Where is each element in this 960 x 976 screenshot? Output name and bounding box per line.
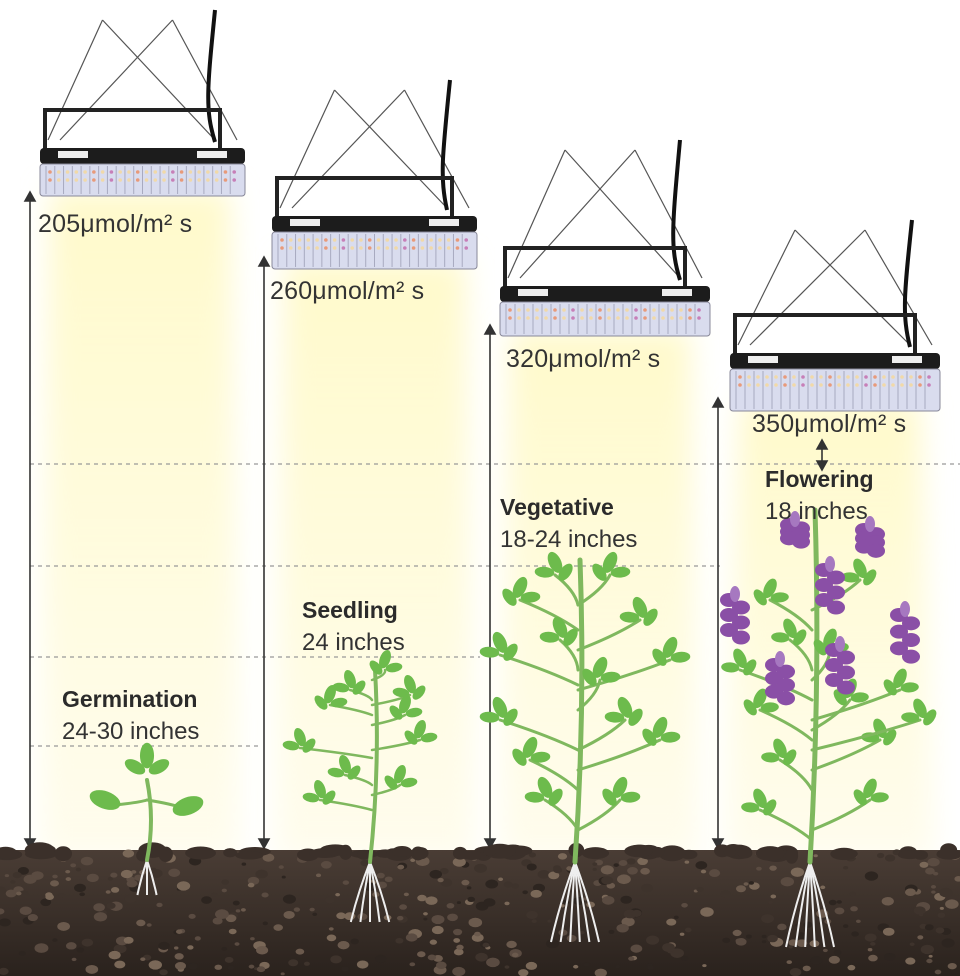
led-grow-light-icon — [271, 79, 478, 270]
plants — [89, 507, 937, 948]
ppfd-vegetative: 320μmol/m² s — [506, 345, 661, 373]
stage-name-vegetative: Vegetative — [500, 494, 614, 520]
soil-icon — [0, 842, 960, 976]
distance-arrows — [23, 190, 829, 850]
stage-distance-seedling: 24 inches — [302, 629, 405, 656]
flower-icon — [765, 651, 795, 706]
flower-icon — [890, 601, 920, 664]
double-arrow-icon — [23, 190, 37, 850]
stage-distance-flowering: 18 inches — [765, 498, 868, 525]
double-arrow-icon — [815, 438, 829, 472]
led-grow-light-icon — [499, 139, 711, 337]
stage-distance-vegetative: 18-24 inches — [500, 526, 638, 553]
stage-name-flowering: Flowering — [765, 466, 874, 492]
plant-icon — [479, 551, 691, 943]
ppfd-germination: 205μmol/m² s — [38, 210, 193, 238]
double-arrow-icon — [257, 255, 271, 850]
plant-icon — [720, 507, 937, 948]
plant-icon — [282, 649, 438, 923]
grow-lights — [39, 9, 941, 412]
stage-name-seedling: Seedling — [302, 597, 398, 623]
stage-name-germination: Germination — [62, 686, 198, 712]
plant-icon — [89, 742, 204, 896]
flower-icon — [855, 516, 885, 558]
beam-seedling — [275, 260, 475, 860]
flower-icon — [815, 556, 845, 615]
flower-icon — [720, 586, 750, 645]
flower-icon — [780, 511, 810, 549]
led-grow-light-icon — [39, 9, 246, 197]
double-arrow-icon — [483, 323, 497, 850]
flower-icon — [825, 636, 855, 695]
double-arrow-icon — [711, 396, 725, 850]
ppfd-seedling: 260μmol/m² s — [270, 277, 425, 305]
led-grow-light-icon — [729, 219, 941, 412]
ppfd-flowering: 350μmol/m² s — [752, 410, 907, 438]
beam-vegetative — [500, 330, 700, 860]
beam-germination — [40, 190, 240, 860]
stage-distance-germination: 24-30 inches — [62, 718, 200, 745]
